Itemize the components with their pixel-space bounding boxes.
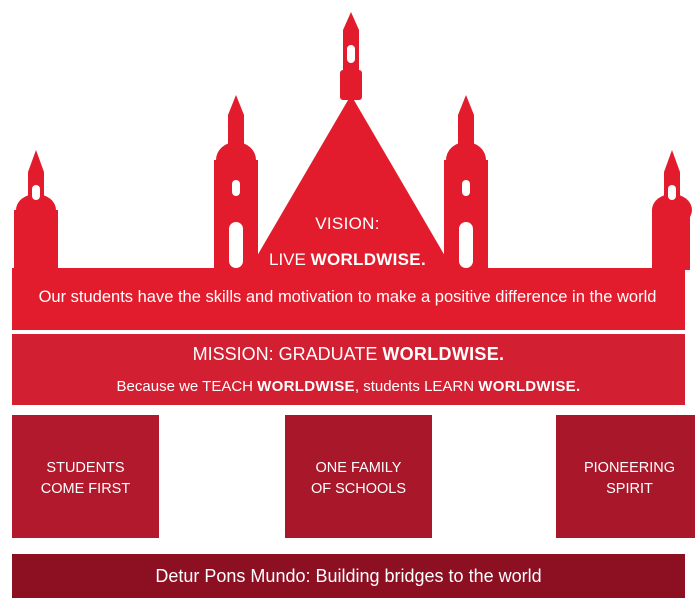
- value-label: STUDENTS COME FIRST: [12, 458, 159, 500]
- value-box-students-first: STUDENTS COME FIRST: [12, 415, 159, 538]
- vision-statement: LIVE WORLDWISE.: [0, 250, 695, 270]
- value-box-one-family: ONE FAMILY OF SCHOOLS: [285, 415, 432, 538]
- worldwise-brand: WORLDWISE.: [382, 344, 505, 364]
- value-line1: ONE FAMILY: [315, 460, 402, 476]
- value-label: ONE FAMILY OF SCHOOLS: [285, 458, 432, 500]
- mission-statement: MISSION: GRADUATE WORLDWISE.: [12, 344, 685, 365]
- vision-title: VISION:: [315, 214, 380, 233]
- motto-band: Detur Pons Mundo: Building bridges to th…: [12, 554, 685, 598]
- vision-description: Our students have the skills and motivat…: [38, 288, 657, 306]
- mission-band: MISSION: GRADUATE WORLDWISE. Because we …: [12, 334, 685, 405]
- worldwise-brand: WORLDWISE.: [310, 250, 426, 269]
- mission-subtext: Because we TEACH WORLDWISE, students LEA…: [12, 378, 685, 395]
- mission-prefix: MISSION: GRADUATE: [192, 344, 383, 364]
- value-line1: PIONEERING: [583, 460, 676, 476]
- value-box-pioneering-spirit: PIONEERING SPIRIT: [556, 415, 695, 538]
- worldwise-brand: WORLDWISE: [257, 378, 355, 395]
- mission-subtext-b: , students LEARN: [354, 378, 479, 395]
- mission-subtext-a: Because we TEACH: [116, 378, 258, 395]
- motto-text: Detur Pons Mundo: Building bridges to th…: [155, 566, 542, 586]
- value-line2: COME FIRST: [40, 481, 131, 497]
- value-line2: SPIRIT: [606, 481, 653, 497]
- building-silhouette: [12, 12, 692, 330]
- value-line1: STUDENTS: [46, 460, 125, 476]
- value-label: PIONEERING SPIRIT: [556, 458, 695, 500]
- value-line2: OF SCHOOLS: [310, 481, 407, 497]
- worldwise-brand: WORLDWISE.: [478, 378, 581, 395]
- vision-prefix: LIVE: [269, 250, 311, 269]
